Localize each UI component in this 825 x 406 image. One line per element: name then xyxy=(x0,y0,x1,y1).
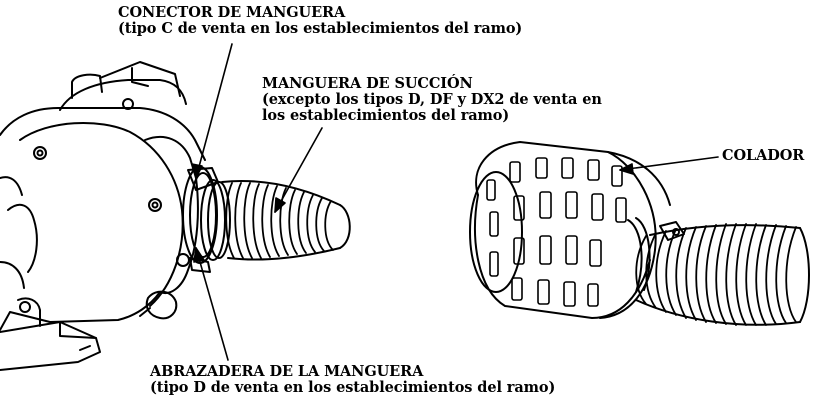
label-hose-clamp-note: (tipo D de venta en los establecimientos… xyxy=(150,379,556,396)
strainer-part xyxy=(469,141,685,319)
label-hose-connector-title: CONECTOR DE MANGUERA xyxy=(118,4,346,21)
suction-hose-right xyxy=(635,223,810,326)
label-hose-connector: CONECTOR DE MANGUERA (tipo C de venta en… xyxy=(118,5,522,37)
leader-strainer xyxy=(619,156,719,171)
arrow-suction xyxy=(274,197,286,213)
label-strainer: COLADOR xyxy=(722,148,804,164)
leader-lines xyxy=(191,43,719,361)
label-suction-hose-title: MANGUERA DE SUCCIÓN xyxy=(262,75,473,92)
label-suction-hose: MANGUERA DE SUCCIÓN (excepto los tipos D… xyxy=(262,76,602,124)
label-strainer-title: COLADOR xyxy=(722,147,805,164)
leader-clamp xyxy=(195,247,229,361)
pump-body xyxy=(0,61,206,371)
suction-hose-left xyxy=(221,179,351,261)
label-hose-connector-note: (tipo C de venta en los establecimientos… xyxy=(118,20,523,37)
label-suction-hose-note-1: (excepto los tipos D, DF y DX2 de venta … xyxy=(262,91,602,108)
leader-connector xyxy=(195,43,233,179)
label-suction-hose-note-2: los establecimientos del ramo) xyxy=(262,107,510,124)
arrow-strainer xyxy=(619,163,634,175)
label-hose-clamp-title: ABRAZADERA DE LA MANGUERA xyxy=(150,363,424,380)
label-hose-clamp: ABRAZADERA DE LA MANGUERA (tipo D de ven… xyxy=(150,364,555,396)
arrow-connector xyxy=(191,163,203,179)
leader-suction xyxy=(274,127,323,213)
arrow-clamp xyxy=(193,247,205,263)
